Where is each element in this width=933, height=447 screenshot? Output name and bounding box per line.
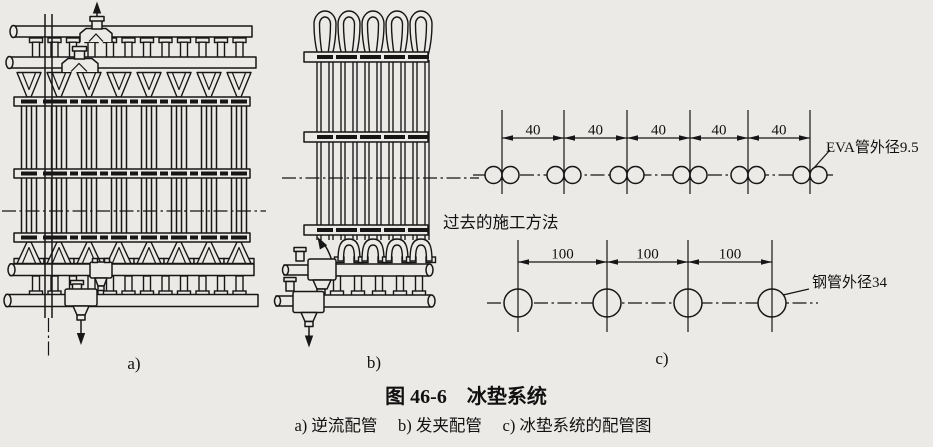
support-band-2 (13, 168, 251, 179)
dimension-line-bottom (518, 259, 772, 265)
dim-label-40-3: 40 (651, 123, 666, 139)
support-bar-2 (303, 131, 429, 143)
header-pipe-b1 (281, 263, 434, 277)
label-a: a) (127, 354, 140, 373)
label-c: c) (655, 349, 668, 368)
dim-label-40-4: 40 (712, 123, 727, 139)
support-bar-3 (303, 224, 429, 236)
steel-row: 100 100 100 钢管外径34 (487, 240, 888, 332)
dimension-line-top (502, 135, 810, 141)
diagram-a-counterflow-piping (2, 1, 266, 357)
dim-label-100-1: 100 (551, 247, 574, 263)
label-b: b) (367, 353, 381, 372)
valve-fitting-b2 (283, 276, 325, 328)
past-method-note: 过去的施工方法 (443, 213, 559, 232)
dim-label-40-2: 40 (588, 123, 603, 139)
hairpin-loops (313, 10, 433, 55)
header-pipe-3 (7, 263, 255, 277)
diagram-b-hairpin-piping (273, 10, 479, 348)
outlet-arrow-down-b (304, 326, 314, 348)
header-pipe-1 (9, 24, 253, 39)
figure-caption: 图 46-6 冰垫系统 (385, 384, 547, 408)
support-band-1 (13, 96, 251, 107)
valve-fitting-bottom-1 (89, 257, 113, 292)
inlet-arrow-up (92, 1, 102, 17)
support-bar-1 (303, 51, 429, 63)
outlet-arrow-down (76, 320, 86, 345)
diagram-c-piping-layout: 40 40 40 40 40 EVA管外径9.5 过去的施工方法 (443, 110, 919, 332)
header-pipe-2 (5, 55, 257, 70)
return-bends (333, 238, 437, 264)
steel-leader-line (782, 288, 810, 296)
a-funnels-bottom (13, 241, 255, 265)
dim-label-100-2: 100 (636, 247, 659, 263)
eva-row: 40 40 40 40 40 EVA管外径9.5 (473, 110, 919, 194)
figure-subcaption: a) 逆流配管 b) 发夹配管 c) 冰垫系统的配管图 (294, 416, 651, 435)
dim-label-100-3: 100 (719, 247, 742, 263)
valve-fitting-bottom-2 (64, 279, 98, 321)
riser-pipe (44, 14, 53, 357)
tube-bundles-b (316, 59, 430, 241)
stub-row-b (329, 275, 427, 297)
valve-fitting-top-1 (79, 15, 113, 42)
eva-leader-line (812, 149, 831, 170)
eva-pipe-label: EVA管外径9.5 (826, 139, 919, 156)
stub-row-bottom (28, 275, 247, 297)
stub-row-top (28, 37, 247, 60)
valve-fitting-top-2 (61, 45, 99, 72)
header-pipe-4 (3, 293, 259, 308)
support-band-3 (13, 232, 251, 243)
dim-label-40-1: 40 (526, 123, 541, 139)
steel-pipe-label: 钢管外径34 (812, 274, 888, 291)
dim-label-40-5: 40 (772, 123, 787, 139)
